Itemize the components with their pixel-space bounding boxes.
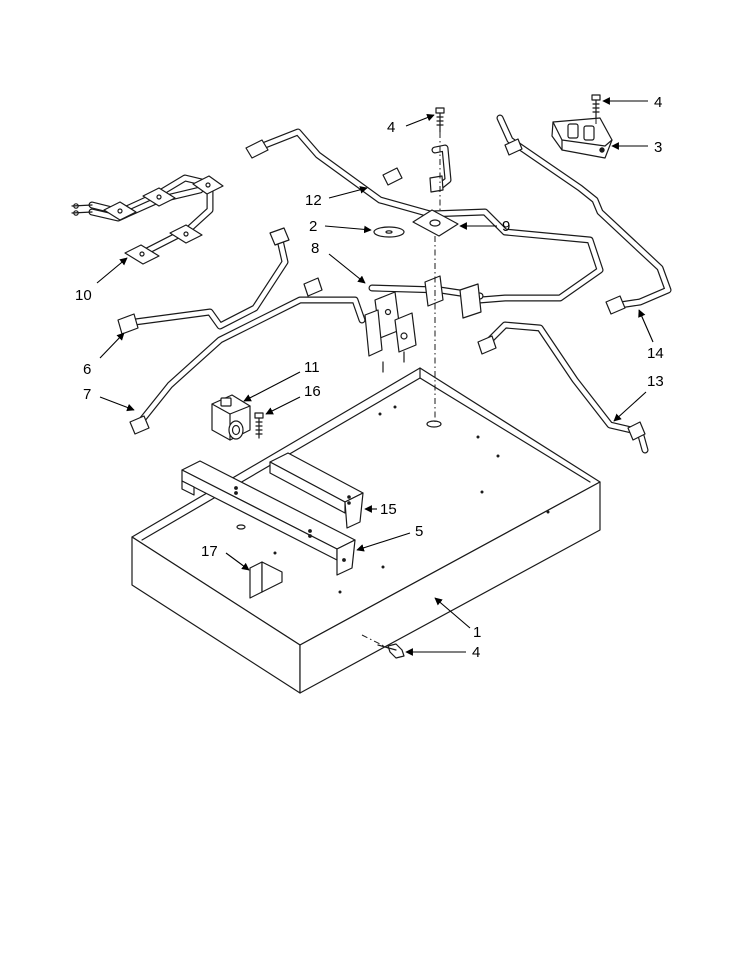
callout-8: 8: [311, 240, 319, 257]
callout-3: 3: [654, 139, 662, 156]
callout-4-top-right: 4: [654, 94, 662, 111]
screw-top-right: [591, 94, 601, 119]
regulator-screw: [254, 412, 264, 439]
callout-14: 14: [647, 345, 664, 362]
callout-labels: 1 2 3 4 4 4 5 6 7 8 9 10 11 12 13 14 15 …: [75, 94, 664, 661]
wire-harness: [71, 174, 224, 265]
callout-9: 9: [502, 218, 510, 235]
callout-7: 7: [83, 386, 91, 403]
burner-tube-lower-left: [129, 277, 366, 435]
assembly-lines: [361, 118, 597, 649]
callout-11: 11: [304, 359, 320, 376]
base-pan: [131, 367, 601, 694]
burner-tube-lower-right: [477, 321, 649, 454]
callout-12: 12: [305, 192, 322, 209]
callout-4-top-center: 4: [387, 119, 395, 136]
gasket-plate: [412, 209, 459, 237]
screw-top-center: [435, 107, 445, 133]
callout-4-bottom: 4: [472, 644, 480, 661]
callout-5: 5: [415, 523, 423, 540]
callout-2: 2: [309, 218, 317, 235]
floor-bracket: [249, 561, 283, 599]
callout-15: 15: [380, 501, 397, 518]
terminal-block: [551, 117, 613, 159]
rear-support-bracket: [269, 452, 364, 529]
washer: [373, 226, 405, 238]
callout-6: 6: [83, 361, 91, 378]
gas-regulator: [211, 394, 251, 441]
leader-lines: [96, 97, 654, 656]
callout-17: 17: [201, 543, 218, 560]
valve-manifold: [364, 144, 484, 373]
burner-tube-left: [117, 227, 290, 335]
callout-1: 1: [473, 624, 481, 641]
callout-10: 10: [75, 287, 92, 304]
front-support-bracket: [181, 460, 356, 576]
burner-tube-right: [496, 114, 672, 315]
burner-tube-upper: [245, 128, 604, 304]
screw-bottom: [377, 643, 405, 659]
callout-16: 16: [304, 383, 321, 400]
callout-13: 13: [647, 373, 664, 390]
